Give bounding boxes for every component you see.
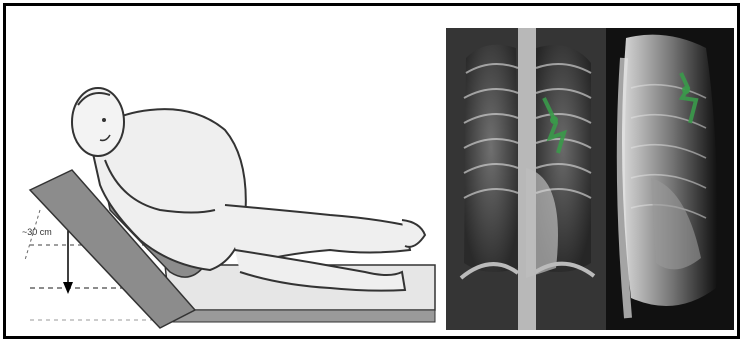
measurement-label: ~30 cm <box>22 227 52 237</box>
lateral-chest-xray <box>606 28 734 330</box>
patient-positioning-illustration: ~30 cm <box>10 10 440 330</box>
frontal-chest-xray <box>446 28 606 330</box>
